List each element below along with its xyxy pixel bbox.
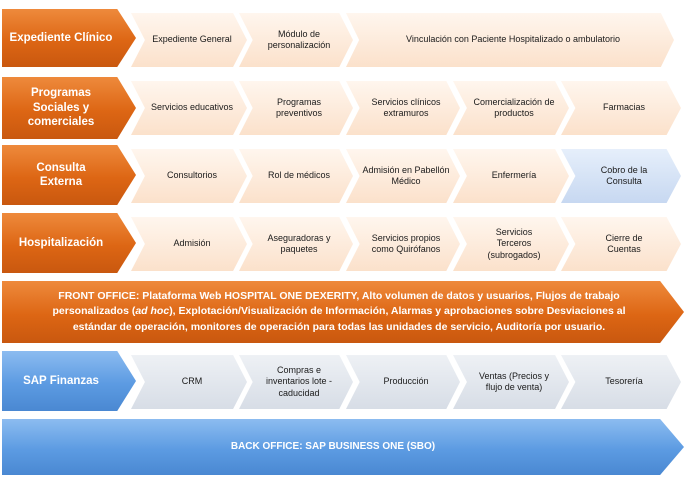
module-servicios-extramuros: Servicios clínicos extramuros [346, 81, 460, 135]
module-enfermeria: Enfermería [453, 149, 569, 203]
module-compras-inventarios: Compras e inventarios lote - caducidad [239, 355, 353, 409]
row-header-label: Expediente Clínico [9, 31, 113, 44]
back-office-banner: BACK OFFICE: SAP BUSINESS ONE (SBO) [2, 419, 684, 475]
module-crm: CRM [131, 355, 247, 409]
module-programas-preventivos: Programas preventivos [239, 81, 353, 135]
module-label: Módulo de personalización [267, 28, 331, 50]
module-label: Comercialización de productos [473, 96, 555, 118]
module-label: Servicios propios como Quirófanos [371, 232, 441, 254]
module-comercializacion-productos: Comercialización de productos [453, 81, 569, 135]
module-servicios-propios: Servicios propios como Quirófanos [346, 217, 460, 271]
front-office-text: FRONT OFFICE: Plataforma Web HOSPITAL ON… [52, 290, 626, 333]
front-office-banner: FRONT OFFICE: Plataforma Web HOSPITAL ON… [2, 281, 684, 343]
row-header-label: Hospitalización [18, 236, 104, 249]
module-label: Expediente General [152, 34, 232, 45]
module-cobro-consulta: Cobro de la Consulta [561, 149, 681, 203]
module-cierre-cuentas: Cierre de Cuentas [561, 217, 681, 271]
module-label: Tesorería [605, 376, 643, 387]
module-label: Servicios educativos [150, 102, 234, 113]
module-admision: Admisión [131, 217, 247, 271]
row-header-consulta-externa: Consulta Externa [2, 145, 136, 205]
module-label: Farmacias [602, 102, 645, 113]
module-farmacias: Farmacias [561, 81, 681, 135]
module-consultorios: Consultorios [131, 149, 247, 203]
module-vinculacion-paciente: Vinculación con Paciente Hospitalizado o… [346, 13, 674, 67]
module-personalizacion: Módulo de personalización [239, 13, 353, 67]
module-label: Cierre de Cuentas [605, 232, 643, 254]
module-label: Aseguradoras y paquetes [267, 232, 331, 254]
module-label: Ventas (Precios y flujo de venta) [478, 370, 550, 392]
row-header-sap-finanzas: SAP Finanzas [2, 351, 136, 411]
module-ventas: Ventas (Precios y flujo de venta) [453, 355, 569, 409]
row-header-programas-sociales: Programas Sociales y comerciales [2, 77, 136, 139]
module-label: Servicios Terceros (subrogados) [487, 227, 541, 260]
module-servicios-terceros: Servicios Terceros (subrogados) [453, 217, 569, 271]
module-label: Compras e inventarios lote - caducidad [265, 365, 333, 398]
module-label: Enfermería [491, 170, 537, 181]
module-tesoreria: Tesorería [561, 355, 681, 409]
module-label: Consultorios [166, 170, 218, 181]
module-expediente-general: Expediente General [131, 13, 247, 67]
module-servicios-educativos: Servicios educativos [131, 81, 247, 135]
module-label: Vinculación con Paciente Hospitalizado o… [406, 34, 620, 45]
back-office-text: BACK OFFICE: SAP BUSINESS ONE (SBO) [230, 440, 436, 452]
row-header-expediente-clinico: Expediente Clínico [2, 9, 136, 67]
module-label: Admisión en Pabellón Médico [362, 164, 450, 186]
row-header-label: SAP Finanzas [23, 374, 99, 387]
module-label: Servicios clínicos extramuros [371, 96, 441, 118]
module-produccion: Producción [346, 355, 460, 409]
module-rol-medicos: Rol de médicos [239, 149, 353, 203]
module-admision-pabellon: Admisión en Pabellón Médico [346, 149, 460, 203]
module-label: Programas preventivos [275, 96, 323, 118]
row-header-label: Programas Sociales y comerciales [27, 87, 95, 129]
row-header-label: Consulta Externa [36, 161, 86, 188]
module-label: CRM [181, 376, 203, 387]
module-label: Admisión [173, 238, 211, 249]
module-aseguradoras-paquetes: Aseguradoras y paquetes [239, 217, 353, 271]
row-header-hospitalizacion: Hospitalización [2, 213, 136, 273]
module-label: Rol de médicos [267, 170, 331, 181]
module-label: Producción [383, 376, 429, 387]
module-label: Cobro de la Consulta [600, 164, 648, 186]
